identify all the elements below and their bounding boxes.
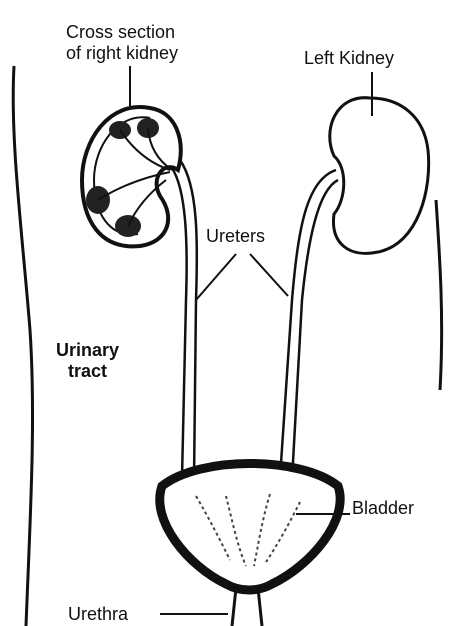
urinary-tract-label-line2: tract xyxy=(56,361,119,382)
body-outline-left xyxy=(13,66,32,626)
right-ureter xyxy=(172,168,187,478)
left-kidney xyxy=(330,98,429,254)
urinary-tract-label: Urinary tract xyxy=(56,340,119,382)
bladder-label: Bladder xyxy=(352,498,414,519)
urethra-label: Urethra xyxy=(68,604,128,625)
body-outline-right xyxy=(436,200,442,390)
cross-section-label-line2: of right kidney xyxy=(66,43,178,64)
left-ureter xyxy=(280,170,336,478)
right-kidney-cross-section xyxy=(82,107,181,246)
ureters-label: Ureters xyxy=(206,226,265,247)
bladder xyxy=(160,464,340,626)
cross-section-label: Cross section of right kidney xyxy=(66,22,178,64)
left-kidney-label: Left Kidney xyxy=(304,48,394,69)
urinary-tract-label-line1: Urinary xyxy=(56,340,119,361)
cross-section-label-line1: Cross section xyxy=(66,22,178,43)
